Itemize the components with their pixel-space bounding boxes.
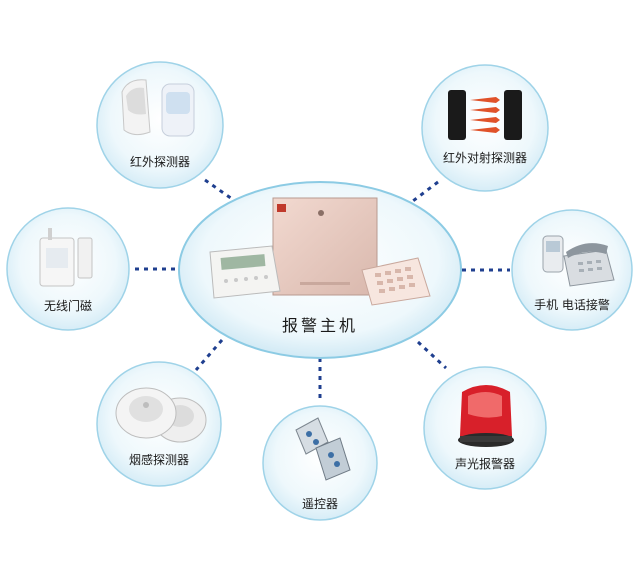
phone-icon <box>542 235 615 287</box>
lcd-keypad-icon <box>209 245 281 299</box>
numeric-keypad-icon <box>361 257 431 306</box>
alarm-host-hub[interactable]: 报警主机 <box>178 181 462 359</box>
node-phone[interactable]: 手机 电话接警 <box>511 209 633 331</box>
node-label: 手机 电话接警 <box>534 297 610 312</box>
node-label: 遥控器 <box>302 497 338 511</box>
node-label: 红外探测器 <box>130 154 190 169</box>
remote-control-icon <box>295 417 351 481</box>
smoke-detector-icon <box>115 387 207 443</box>
node-beam-detector[interactable]: 红外对射探测器 <box>421 64 549 192</box>
pir-detector-icon <box>121 79 195 137</box>
node-pir-detector[interactable]: 红外探测器 <box>96 61 224 189</box>
connector-beam <box>404 180 439 209</box>
hub-label: 报警主机 <box>282 316 358 335</box>
door-magnetic-sensor-icon <box>39 228 93 287</box>
node-label: 声光报警器 <box>455 456 515 471</box>
connectors <box>135 178 510 402</box>
infrared-beam-detector-icon <box>448 90 522 140</box>
node-label: 烟感探测器 <box>129 452 189 467</box>
connector-siren <box>416 340 448 370</box>
node-label: 无线门磁 <box>44 298 92 313</box>
node-door-magnetic[interactable]: 无线门磁 <box>6 207 130 331</box>
node-smoke-detector[interactable]: 烟感探测器 <box>96 361 222 487</box>
node-label: 红外对射探测器 <box>443 150 527 165</box>
node-siren[interactable]: 声光报警器 <box>423 366 547 490</box>
node-remote[interactable]: 遥控器 <box>262 405 378 521</box>
connector-smoke <box>194 339 224 371</box>
siren-icon <box>458 385 514 447</box>
control-panel-icon <box>272 197 378 296</box>
